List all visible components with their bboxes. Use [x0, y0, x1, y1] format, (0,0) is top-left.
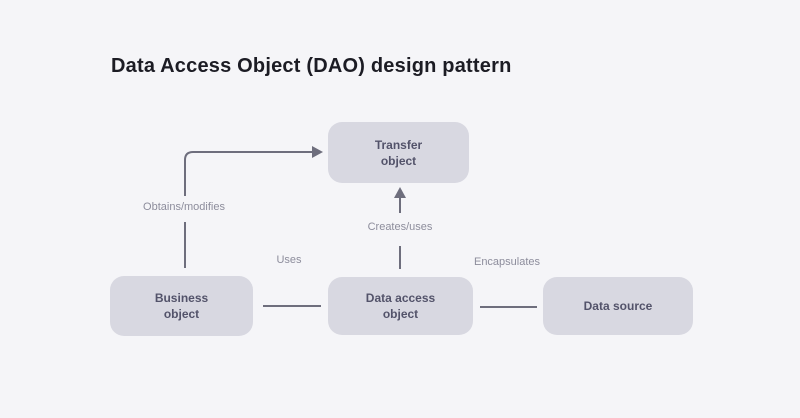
- node-transfer-object: Transfer object: [328, 122, 469, 183]
- edge-label-encapsulates: Encapsulates: [473, 256, 541, 268]
- edge-label-creates-uses: Creates/uses: [367, 221, 433, 233]
- edge-label-uses: Uses: [276, 254, 302, 266]
- node-data-access-object: Data access object: [328, 277, 473, 335]
- page-title: Data Access Object (DAO) design pattern: [111, 55, 512, 77]
- node-data-access-object-label: Data access object: [365, 291, 436, 321]
- node-data-source: Data source: [543, 277, 693, 335]
- node-business-object-label: Business object: [154, 291, 209, 321]
- node-business-object: Business object: [110, 276, 253, 336]
- arrowhead-up-icon: [394, 187, 406, 198]
- arrowhead-right-icon: [312, 146, 323, 158]
- node-data-source-label: Data source: [583, 299, 653, 313]
- node-transfer-object-label: Transfer object: [374, 137, 423, 168]
- arrow-obtains-modifies-shaft-upper: [184, 151, 313, 196]
- edge-label-obtains-modifies: Obtains/modifies: [143, 201, 225, 213]
